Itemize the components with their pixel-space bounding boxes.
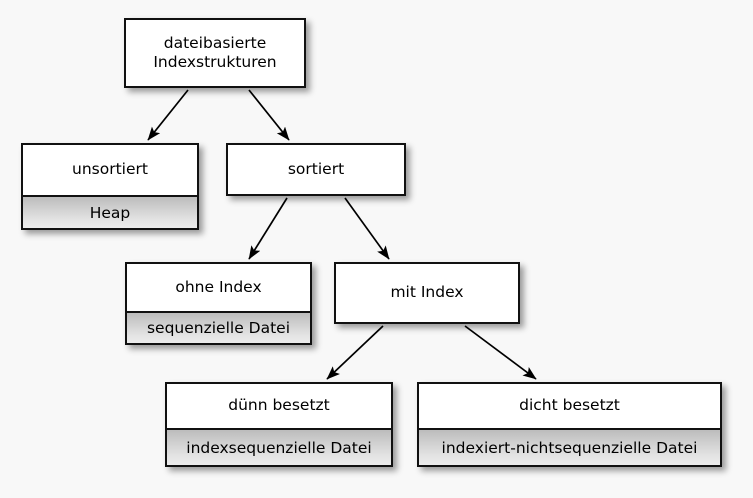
node-root-title: dateibasierte Indexstrukturen [126, 20, 304, 86]
node-unsortiert-title: unsortiert [23, 145, 197, 195]
edge-sortiert-to-mit-index [344, 197, 390, 260]
node-duenn-besetzt-subtitle: indexsequenzielle Datei [167, 428, 391, 465]
node-root[interactable]: dateibasierte Indexstrukturen [124, 18, 306, 88]
node-dicht-besetzt-title: dicht besetzt [419, 384, 720, 428]
edge-mit-index-to-duenn [326, 325, 384, 380]
node-ohne-index-subtitle: sequenzielle Datei [127, 311, 310, 343]
node-ohne-index-title: ohne Index [127, 264, 310, 311]
node-sortiert[interactable]: sortiert [226, 143, 406, 196]
edge-root-to-sortiert [248, 89, 290, 141]
node-duenn-besetzt-title: dünn besetzt [167, 384, 391, 428]
node-mit-index-title: mit Index [336, 264, 518, 322]
node-mit-index[interactable]: mit Index [334, 262, 520, 324]
edge-root-to-unsortiert [147, 89, 189, 141]
edge-sortiert-to-ohne-index [248, 197, 288, 260]
node-sortiert-title: sortiert [228, 145, 404, 194]
node-dicht-besetzt-subtitle: indexiert-nichtsequenzielle Datei [419, 428, 720, 465]
edge-mit-index-to-dicht [464, 325, 537, 380]
node-unsortiert-subtitle: Heap [23, 195, 197, 228]
